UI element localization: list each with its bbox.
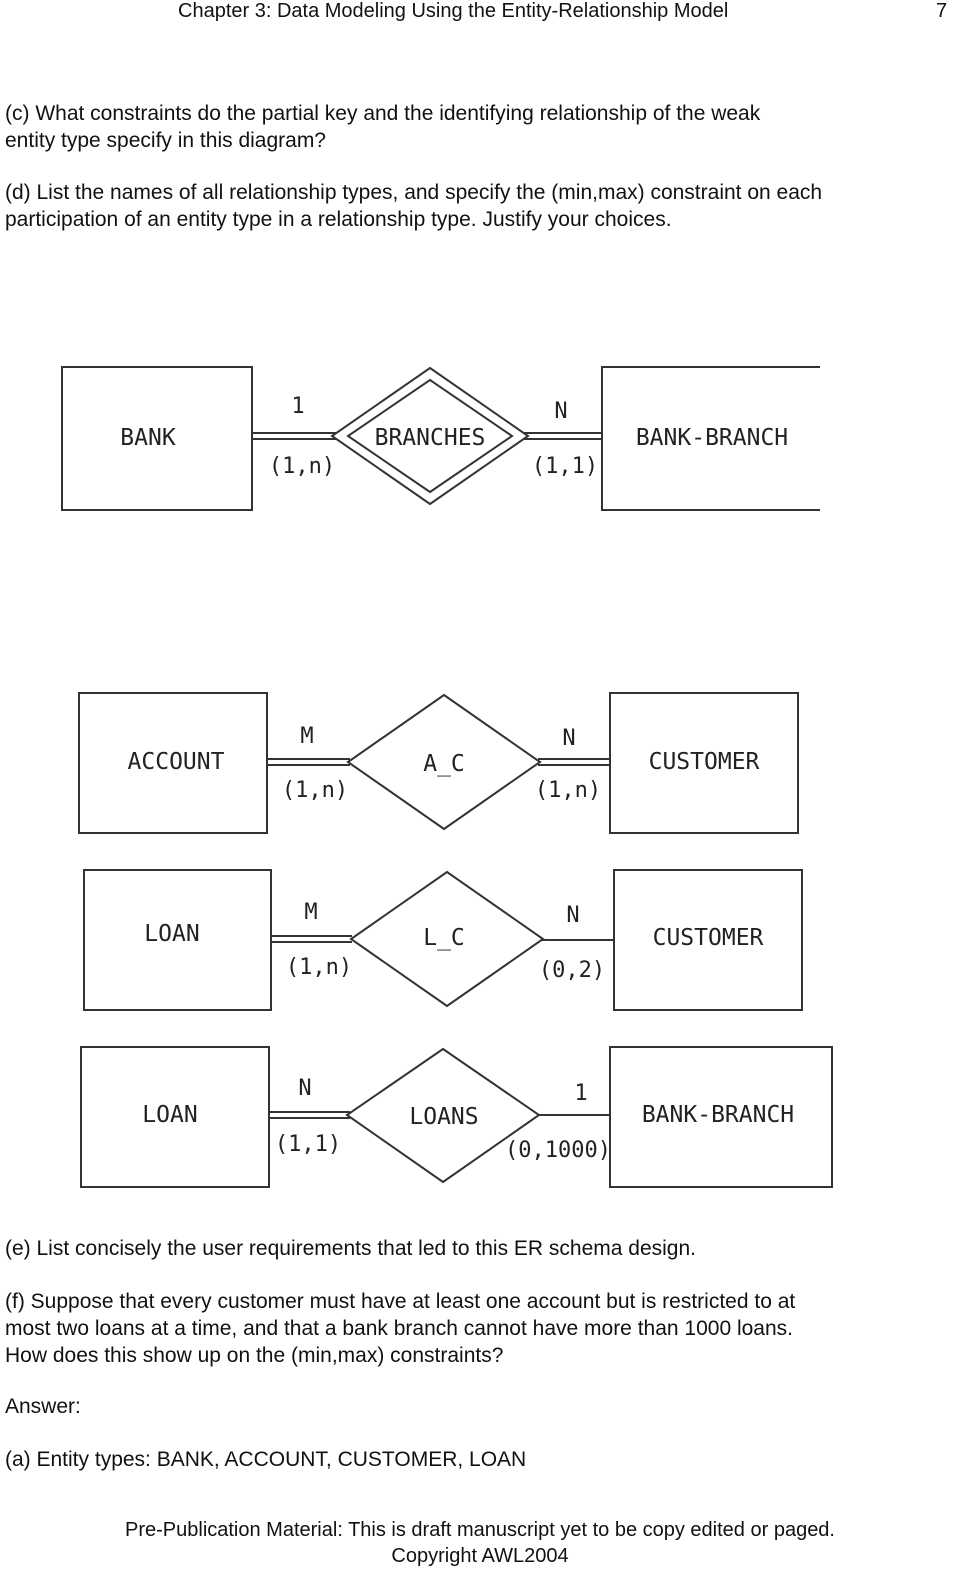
- entity-label-loan: LOAN: [142, 1102, 197, 1128]
- question-f: (f) Suppose that every customer must hav…: [5, 1290, 796, 1367]
- footer-copyright: Copyright AWL2004: [391, 1545, 569, 1567]
- minmax-right: (0,2): [539, 958, 605, 983]
- entity-label-bank-branch: BANK-BRANCH: [642, 1102, 794, 1128]
- cardinality-right: N: [554, 399, 567, 424]
- er-diagram-loan-customer: LOAN L_C CUSTOMER M (1,n) N (0,2): [83, 869, 803, 1011]
- minmax-left: (1,n): [282, 778, 348, 803]
- entity-box-customer: [613, 869, 803, 1011]
- entity-label-customer: CUSTOMER: [649, 749, 760, 775]
- relationship-diamond-branches: [330, 366, 530, 506]
- entity-box-customer: [609, 692, 799, 834]
- entity-box-loan: [80, 1046, 270, 1188]
- relationship-diamond-a-c: [346, 693, 542, 831]
- minmax-right: (1,n): [535, 778, 601, 803]
- relationship-diamond-l-c: [349, 870, 545, 1008]
- relationship-label-l-c: L_C: [423, 925, 465, 951]
- cardinality-left: 1: [291, 394, 304, 419]
- cardinality-right: N: [566, 903, 579, 928]
- minmax-right: (1,1): [532, 454, 598, 479]
- entity-label-account: ACCOUNT: [128, 749, 225, 775]
- question-e: (e) List concisely the user requirements…: [5, 1237, 696, 1260]
- answer-label: Answer:: [5, 1395, 81, 1418]
- cardinality-right: N: [562, 726, 575, 751]
- er-diagram-bank-branches: BANK BRANCHES BANK-BRANCH 1 (1,n) N (1,1…: [61, 366, 820, 511]
- entity-box-bank-branch: [609, 1046, 833, 1188]
- relationship-label-branches: BRANCHES: [375, 425, 486, 451]
- relationship-label-loans: LOANS: [409, 1104, 478, 1130]
- running-header: Chapter 3: Data Modeling Using the Entit…: [178, 0, 729, 22]
- entity-box-bank: [61, 366, 253, 511]
- page-number: 7: [936, 0, 948, 22]
- entity-label-loan: LOAN: [144, 921, 199, 947]
- question-c: (c) What constraints do the partial key …: [5, 102, 761, 152]
- entity-label-bank: BANK: [120, 425, 176, 451]
- cardinality-left: M: [300, 724, 313, 749]
- entity-label-bank-branch: BANK-BRANCH: [636, 425, 788, 451]
- minmax-left: (1,n): [286, 955, 352, 980]
- cardinality-left: M: [304, 900, 317, 925]
- minmax-right: (0,1000): [505, 1138, 611, 1163]
- minmax-left: (1,n): [269, 454, 335, 479]
- cardinality-right: 1: [574, 1081, 587, 1106]
- entity-box-account: [78, 692, 268, 834]
- question-d: (d) List the names of all relationship t…: [5, 181, 823, 231]
- relationship-diamond-loans: [345, 1047, 541, 1184]
- answer-a: (a) Entity types: BANK, ACCOUNT, CUSTOME…: [5, 1448, 527, 1471]
- er-diagram-loan-bank-branch: LOAN LOANS BANK-BRANCH N (1,1) 1 (0,1000…: [80, 1046, 833, 1188]
- entity-box-loan: [83, 869, 272, 1011]
- er-diagram-account-customer: ACCOUNT A_C CUSTOMER M (1,n) N (1,n): [78, 692, 799, 834]
- entity-label-customer: CUSTOMER: [653, 925, 764, 951]
- relationship-label-a-c: A_C: [423, 751, 465, 777]
- footer-notice: Pre-Publication Material: This is draft …: [125, 1519, 835, 1541]
- minmax-left: (1,1): [275, 1132, 341, 1157]
- cardinality-left: N: [298, 1076, 311, 1101]
